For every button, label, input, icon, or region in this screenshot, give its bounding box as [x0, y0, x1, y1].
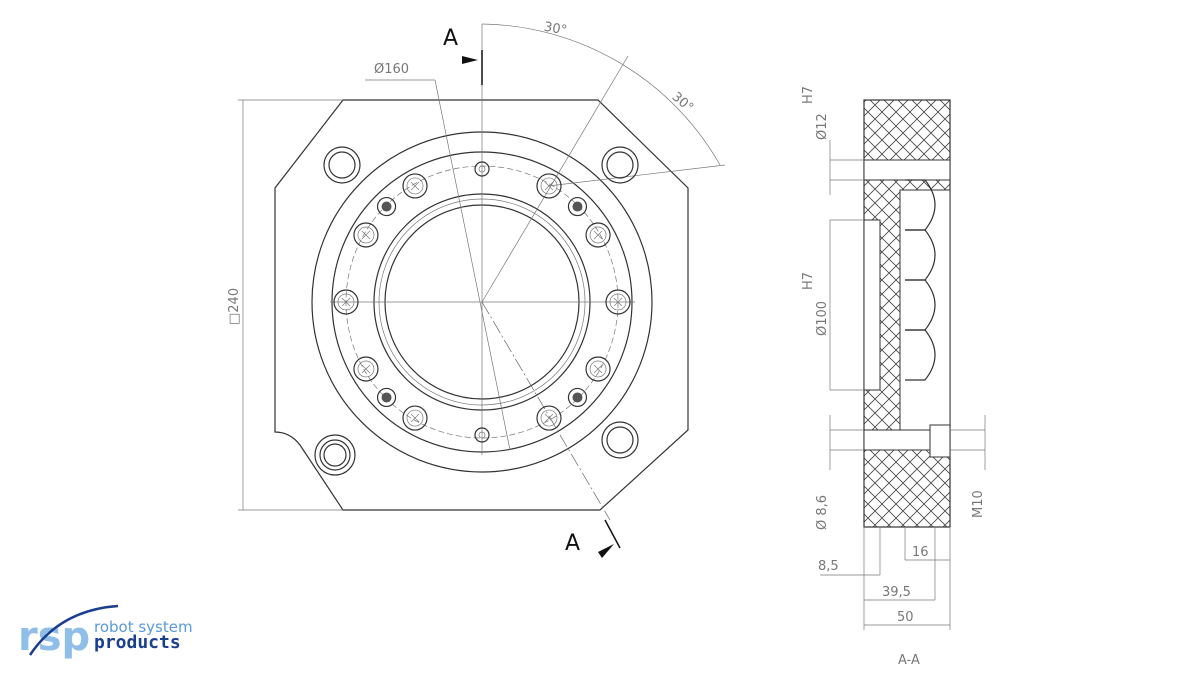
section-label-top: A [443, 26, 458, 51]
mounting-hole [601, 421, 639, 459]
rsp-logo: rsp robot system products [18, 604, 193, 660]
dim-39-5: 39,5 [882, 585, 911, 600]
dim-angle-1: 30° [543, 20, 568, 39]
bolt-hole [585, 356, 611, 382]
front-view: A A Ø160 30° 30° □240 [227, 20, 726, 558]
lobe [905, 329, 936, 381]
section-arrow-bottom-head [598, 544, 614, 558]
section-view: H7 Ø12 H7 Ø100 Ø 8,6 M10 8,5 16 39,5 50 … [801, 86, 986, 668]
holes-group [323, 146, 639, 459]
dim-dia-12: Ø12 [815, 113, 830, 140]
dim-dia-160: Ø160 [374, 62, 409, 77]
dim-dia-8-6: Ø 8,6 [815, 495, 830, 530]
angle-arc [481, 23, 721, 166]
section-label-bottom: A [565, 531, 580, 556]
inner-cavity [899, 189, 951, 431]
logo-line2: products [94, 632, 181, 653]
section-arrow-top-head [462, 56, 478, 64]
dim-50: 50 [897, 610, 914, 625]
bolt-hole [536, 173, 562, 199]
dim-angle-2: 30° [669, 89, 696, 115]
mounting-hole [601, 146, 639, 184]
pin-bore [863, 159, 951, 181]
dim-square-240: □240 [227, 288, 242, 325]
dim-8-5: 8,5 [818, 559, 839, 574]
pin-hole [474, 427, 490, 443]
bolt-hole [333, 289, 359, 315]
fit-h7-12: H7 [801, 86, 816, 104]
socket-screw [376, 387, 397, 408]
section-dim-lines [820, 140, 986, 630]
section-line [481, 301, 611, 521]
plate-outline [274, 99, 689, 511]
section-arrow-bottom [604, 519, 621, 549]
section-title: A-A [898, 653, 920, 668]
logo-swoosh [28, 604, 119, 656]
socket-screw [567, 196, 588, 217]
bolt-hole [402, 173, 428, 199]
angle-ref-2 [547, 164, 726, 187]
fitting [314, 434, 356, 476]
bore-cavity [863, 219, 881, 391]
mounting-hole [323, 146, 361, 184]
dim-m10: M10 [971, 490, 986, 518]
logo-mark: rsp [18, 614, 90, 660]
dim-dia-100: Ø100 [815, 301, 830, 336]
lobes-group [905, 179, 936, 381]
bolt-hole [402, 405, 428, 431]
dia-leader [434, 79, 511, 451]
bolt-hole [536, 405, 562, 431]
bolt-hole [353, 356, 379, 382]
bolt-hole [353, 222, 379, 248]
pin-hole [474, 161, 490, 177]
logo-line1: robot system [94, 618, 193, 636]
socket-screw [376, 196, 397, 217]
bolt-hole [585, 222, 611, 248]
socket-screw [567, 387, 588, 408]
angle-ref-1 [481, 55, 629, 303]
bolt-hole [605, 289, 631, 315]
fit-h7-100: H7 [801, 272, 816, 290]
dim-16: 16 [912, 545, 929, 560]
thread-counterbore [929, 424, 951, 458]
